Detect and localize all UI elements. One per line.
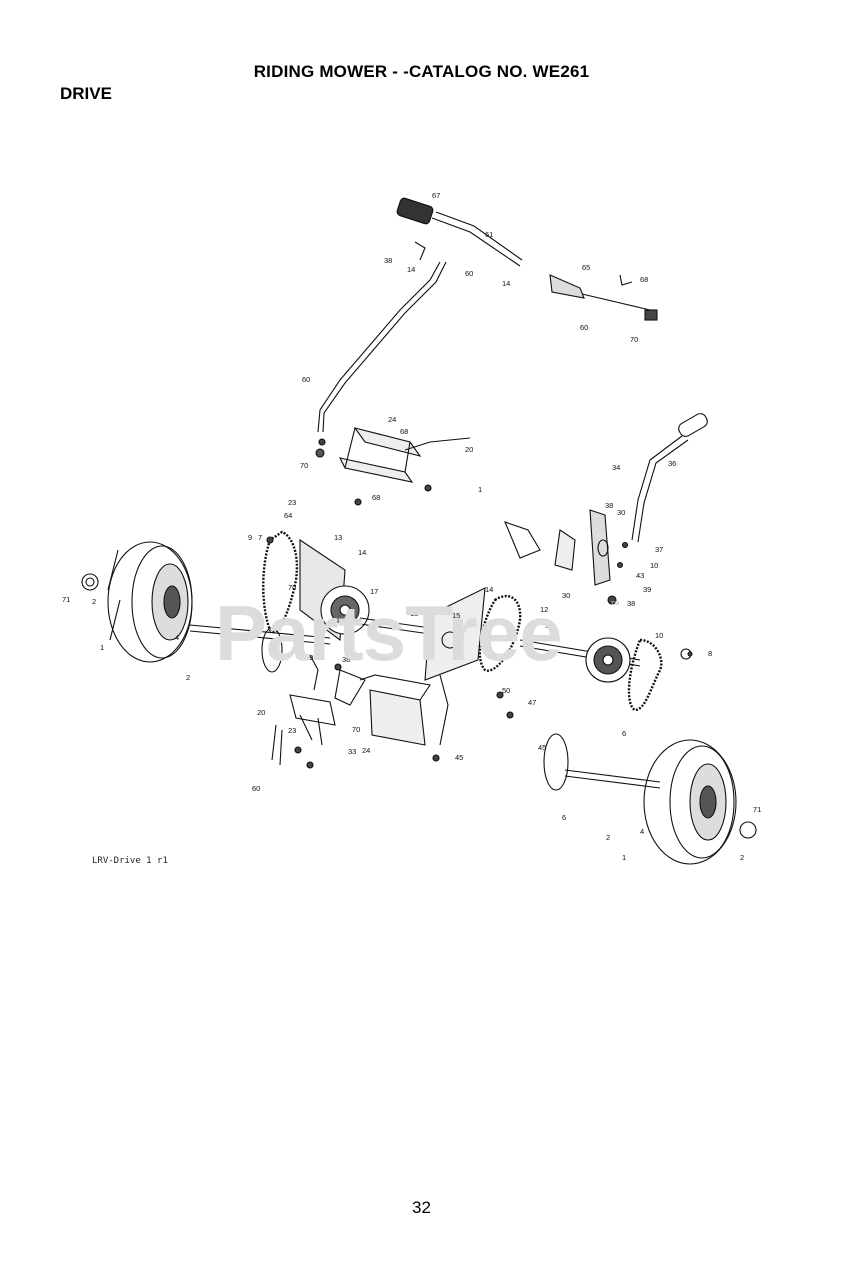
callout-label: 14: [407, 265, 415, 274]
callout-label: 39: [643, 585, 651, 594]
callout-label: 6: [562, 813, 566, 822]
callout-label: 38: [627, 599, 635, 608]
callout-label: 2: [186, 673, 190, 682]
callout-label: 38: [342, 655, 350, 664]
right-brake-linkage: [504, 509, 617, 605]
callout-label: 33: [348, 747, 356, 756]
callout-label: 50: [502, 686, 510, 695]
callout-label: 68: [640, 275, 648, 284]
callout-label: 1: [478, 485, 482, 494]
callout-label: 64: [284, 511, 292, 520]
callout-label: 60: [302, 375, 310, 384]
lower-center-frame: [359, 674, 449, 746]
center-frame-bracket: [338, 427, 471, 483]
right-wheel: [643, 739, 757, 865]
callout-label: 12: [540, 605, 548, 614]
small-hardware: [266, 438, 693, 769]
callout-label: 45: [538, 743, 546, 752]
figure-reference: LRV-Drive 1 r1: [92, 856, 168, 866]
callout-label: 2: [92, 597, 96, 606]
callout-label: 8: [708, 649, 712, 658]
callout-label: 11: [545, 621, 553, 630]
callout-label: 61: [485, 230, 493, 239]
page-title: RIDING MOWER - -CATALOG NO. WE261: [253, 62, 590, 81]
callout-label: 71: [62, 595, 70, 604]
callout-label: 7: [258, 533, 262, 542]
callout-label: 14: [502, 279, 510, 288]
callout-label: 30: [617, 508, 625, 517]
section-title: DRIVE: [60, 84, 112, 103]
callout-label: 14: [358, 548, 366, 557]
callout-label: 9: [248, 533, 252, 542]
callout-label: 10: [655, 631, 663, 640]
callout-label: 71: [753, 805, 761, 814]
left-wheel: [81, 541, 193, 663]
callout-label: 13: [334, 533, 342, 542]
callout-label: 19: [305, 653, 313, 662]
callout-label: 37: [655, 545, 663, 554]
callout-label: 68: [372, 493, 380, 502]
page-number: 32: [412, 1198, 431, 1217]
callout-label: 45: [455, 753, 463, 762]
center-drive-chain: [478, 594, 522, 672]
callout-label: 67: [432, 191, 440, 200]
callout-label: 20: [465, 445, 473, 454]
callout-label: 2: [606, 833, 610, 842]
callout-label: 10: [650, 561, 658, 570]
callout-label: 18: [410, 609, 418, 618]
callout-label: 14: [485, 585, 493, 594]
callout-label: 20: [257, 708, 265, 717]
right-sprocket: [519, 637, 692, 712]
callout-label: 36: [668, 459, 676, 468]
callout-label: 34: [612, 463, 620, 472]
callout-label: 24: [388, 415, 396, 424]
callout-label: 70: [288, 583, 296, 592]
middle-shaft: [359, 587, 486, 681]
watermark-trademark: ™: [610, 600, 620, 611]
callout-label: 65: [582, 263, 590, 272]
callout-label: 24: [362, 746, 370, 755]
callout-label: 4: [175, 633, 179, 642]
callout-label: 17: [370, 587, 378, 596]
callout-label: 60: [580, 323, 588, 332]
exploded-parts-diagram: 67 61 38 14 60 14 65 68 60 70 60 70 24 6…: [62, 191, 761, 865]
callout-label: 68: [400, 427, 408, 436]
callout-label: 60: [465, 269, 473, 278]
callout-label: 60: [252, 784, 260, 793]
callout-label: 38: [384, 256, 392, 265]
callout-label: 4: [640, 827, 644, 836]
shift-lever-assembly: [315, 197, 523, 458]
callout-label: 47: [528, 698, 536, 707]
right-axle: [543, 733, 661, 791]
callout-label: 38: [605, 501, 613, 510]
left-axle: [189, 624, 331, 673]
callout-label: 70: [630, 335, 638, 344]
callout-label: 15: [452, 611, 460, 620]
brake-bracket: [549, 274, 658, 321]
callout-label: 6: [622, 729, 626, 738]
drive-lever: [631, 413, 708, 543]
callout-label: 23: [288, 498, 296, 507]
callout-label: 43: [636, 571, 644, 580]
callout-labels: 67 61 38 14 60 14 65 68 60 70 60 70 24 6…: [62, 191, 761, 862]
callout-label: 1: [622, 853, 626, 862]
callout-label: 23: [288, 726, 296, 735]
left-drive-chain: [262, 530, 370, 642]
callout-label: 70: [352, 725, 360, 734]
callout-label: 2: [740, 853, 744, 862]
lower-left-brackets: [271, 654, 366, 766]
callout-label: 70: [300, 461, 308, 470]
callout-label: 30: [562, 591, 570, 600]
callout-label: 1: [100, 643, 104, 652]
